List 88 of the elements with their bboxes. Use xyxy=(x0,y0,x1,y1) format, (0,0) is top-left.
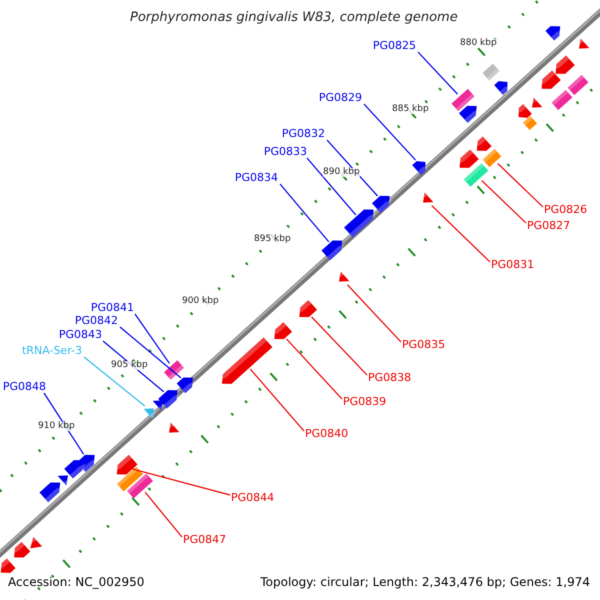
gene-feature xyxy=(529,98,542,108)
gene-label: PG0842 xyxy=(74,315,118,326)
gene-label: PG0848 xyxy=(2,381,46,392)
gene-feature xyxy=(482,148,502,168)
scale-label: 895 kbp xyxy=(254,235,291,244)
gene-feature xyxy=(58,475,71,486)
scale-label: 885 kbp xyxy=(392,105,429,114)
leader-line xyxy=(326,140,378,196)
gene-feature xyxy=(166,422,180,433)
leader-line xyxy=(418,52,458,95)
leader-line xyxy=(280,184,330,242)
leader-line xyxy=(250,368,304,432)
leader-line xyxy=(431,205,490,262)
gene-feature xyxy=(176,378,196,394)
gene-label: PG0839 xyxy=(343,396,386,407)
gene-feature xyxy=(474,136,492,151)
gene-label: PG0831 xyxy=(491,259,534,270)
gene-feature xyxy=(464,163,488,187)
leader-line xyxy=(497,163,544,208)
scale-label: 905 kbp xyxy=(111,361,148,370)
leader-line xyxy=(286,338,342,400)
leader-line xyxy=(132,468,230,496)
gene-feature xyxy=(219,337,272,384)
leader-line xyxy=(84,356,146,406)
gene-label: PG0834 xyxy=(234,172,278,183)
gene-feature xyxy=(522,116,538,130)
gene-feature xyxy=(538,70,561,89)
gene-feature xyxy=(28,536,42,548)
accession-text: Accession: NC_002950 xyxy=(8,576,144,588)
leader-line xyxy=(44,392,84,455)
gene-feature xyxy=(336,272,350,282)
gene-label: PG0844 xyxy=(231,492,274,503)
gene-label: PG0838 xyxy=(368,372,412,383)
gene-feature xyxy=(552,90,572,110)
gene-feature xyxy=(552,55,575,74)
gene-feature xyxy=(576,38,590,49)
leader-line xyxy=(481,180,526,224)
gene-label: PG0825 xyxy=(372,40,416,51)
gene-feature xyxy=(0,558,16,573)
gene-label: tRNA-Ser-3 xyxy=(22,345,82,356)
gene-feature xyxy=(11,542,30,558)
gene-label: PG0841 xyxy=(90,302,134,313)
gene-feature xyxy=(144,408,157,418)
gene-feature xyxy=(296,300,318,318)
gene-feature xyxy=(272,322,292,340)
gene-feature xyxy=(412,161,428,175)
gene-label: PG0843 xyxy=(58,329,102,340)
gene-feature xyxy=(545,26,563,41)
gene-feature xyxy=(344,209,376,238)
scale-label: 900 kbp xyxy=(182,297,219,306)
leader-line xyxy=(364,104,416,161)
gene-feature xyxy=(494,81,510,95)
leader-line xyxy=(311,316,368,376)
gene-feature xyxy=(114,454,138,474)
gene-feature xyxy=(164,360,184,380)
gene-feature xyxy=(64,460,86,479)
gene-feature xyxy=(456,149,479,168)
scale-label: 880 kbp xyxy=(460,39,497,48)
gene-feature xyxy=(39,482,63,502)
leader-line xyxy=(120,326,182,378)
gene-feature xyxy=(482,64,500,80)
gene-feature xyxy=(117,466,143,492)
scale-label: 890 kbp xyxy=(323,168,360,177)
gene-label: PG0832 xyxy=(282,128,325,139)
gene-label: PG0840 xyxy=(305,428,348,439)
scale-label: 910 kbp xyxy=(38,422,75,431)
leader-line xyxy=(134,314,170,364)
gene-feature xyxy=(516,104,532,118)
gene-feature xyxy=(321,240,345,260)
gene-label: PG0829 xyxy=(318,92,362,103)
genome-summary: Topology: circular; Length: 2,343,476 bp; Genes: 1,974 xyxy=(260,576,590,588)
gene-feature xyxy=(372,196,392,213)
gene-label: PG0826 xyxy=(544,204,588,215)
gene-label: PG0833 xyxy=(264,146,307,157)
gene-feature xyxy=(568,74,588,96)
leader-line xyxy=(347,284,402,342)
gene-feature xyxy=(158,390,180,409)
gene-label: PG0835 xyxy=(402,339,446,350)
gene-label: PG0827 xyxy=(527,220,570,231)
gene-feature xyxy=(458,106,480,123)
leader-line xyxy=(144,492,182,538)
gene-feature xyxy=(451,88,475,112)
leader-line xyxy=(306,158,356,216)
gene-feature xyxy=(152,400,166,410)
gene-feature xyxy=(127,474,153,498)
gene-label: PG0847 xyxy=(183,534,226,545)
gene-feature xyxy=(420,192,434,203)
title: Porphyromonas gingivalis W83, complete genome xyxy=(130,11,458,24)
